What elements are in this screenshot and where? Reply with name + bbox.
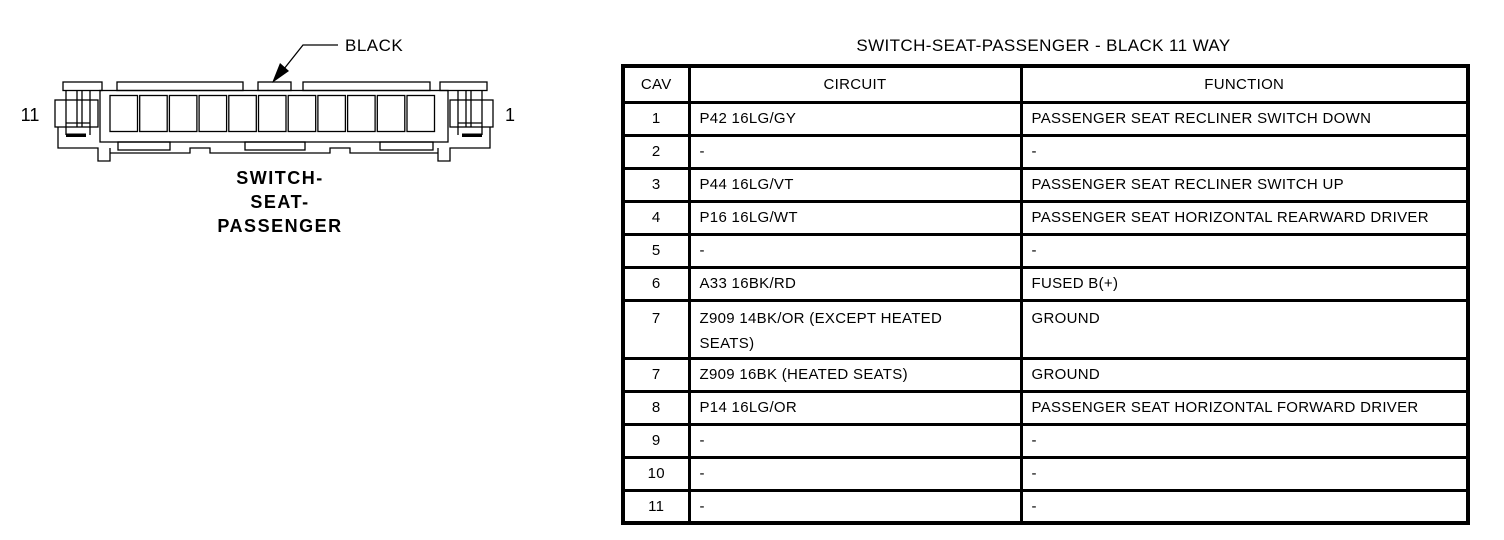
connector-cell <box>198 94 228 133</box>
cell-circuit: P14 16LG/OR <box>687 389 1023 426</box>
col-header-cav: CAV <box>621 64 691 104</box>
cell-function: - <box>1019 455 1470 492</box>
cell-cav: 3 <box>621 166 691 203</box>
cell-function: - <box>1019 422 1470 459</box>
connector-cell <box>168 94 198 133</box>
table-row: 6 A33 16BK/RD FUSED B(+) <box>621 265 1470 302</box>
table-row: 7 Z909 14BK/OR (EXCEPT HEATED SEATS) GRO… <box>621 298 1470 360</box>
cell-function: PASSENGER SEAT HORIZONTAL REARWARD DRIVE… <box>1019 199 1470 236</box>
table-row: 1 P42 16LG/GY PASSENGER SEAT RECLINER SW… <box>621 100 1470 137</box>
cell-circuit: - <box>687 232 1023 269</box>
black-label-leader-line <box>275 44 338 80</box>
cell-circuit: P16 16LG/WT <box>687 199 1023 236</box>
connector-diagram: BLACK 11 1 SWITCH- SEAT- PASSENGER <box>21 36 515 236</box>
cell-circuit: Z909 16BK (HEATED SEATS) <box>687 356 1023 393</box>
connector-left-latch-detail <box>65 90 91 135</box>
table-row: 5 - - <box>621 232 1470 269</box>
connector-right-foot <box>437 127 491 162</box>
cell-cav: 7 <box>621 356 691 393</box>
connector-cell <box>287 94 317 133</box>
pin-label-right: 1 <box>505 105 515 125</box>
connector-bottom-tab <box>379 141 434 151</box>
table-row: 7 Z909 16BK (HEATED SEATS) GROUND <box>621 356 1470 393</box>
cell-function: - <box>1019 488 1470 525</box>
connector-left-foot <box>57 127 111 162</box>
connector-right-latch-detail <box>457 90 483 135</box>
table-row: 2 - - <box>621 133 1470 170</box>
connector-right-latch-bar <box>462 133 482 137</box>
cell-function: - <box>1019 232 1470 269</box>
connector-cell <box>228 94 257 133</box>
cell-circuit: A33 16BK/RD <box>687 265 1023 302</box>
table-row: 8 P14 16LG/OR PASSENGER SEAT HORIZONTAL … <box>621 389 1470 426</box>
cell-circuit: P42 16LG/GY <box>687 100 1023 137</box>
cell-function: FUSED B(+) <box>1019 265 1470 302</box>
cell-function: PASSENGER SEAT RECLINER SWITCH DOWN <box>1019 100 1470 137</box>
cell-function: PASSENGER SEAT RECLINER SWITCH UP <box>1019 166 1470 203</box>
cell-circuit: P44 16LG/VT <box>687 166 1023 203</box>
connector-bottom-rail <box>110 147 438 154</box>
cell-circuit: - <box>687 488 1023 525</box>
table-row: 9 - - <box>621 422 1470 459</box>
pin-label-left: 11 <box>21 105 40 125</box>
table-row: 11 - - <box>621 488 1470 525</box>
connector-body <box>99 89 449 143</box>
table-row: 3 P44 16LG/VT PASSENGER SEAT RECLINER SW… <box>621 166 1470 203</box>
table-row: 10 - - <box>621 455 1470 492</box>
cell-function: GROUND <box>1019 298 1470 360</box>
connector-caption-line: SWITCH- <box>236 168 323 188</box>
connector-cell <box>346 94 376 133</box>
cell-function: PASSENGER SEAT HORIZONTAL FORWARD DRIVER <box>1019 389 1470 426</box>
cell-circuit: - <box>687 455 1023 492</box>
connector-cell <box>139 94 168 133</box>
connector-cell <box>406 94 436 133</box>
connector-cell <box>317 94 347 133</box>
cell-cav: 5 <box>621 232 691 269</box>
header-row: CAV CIRCUIT FUNCTION <box>621 64 1470 104</box>
connector-cell <box>376 94 406 133</box>
connector-top-tab <box>116 81 244 92</box>
cell-cav: 8 <box>621 389 691 426</box>
cell-cav: 9 <box>621 422 691 459</box>
cell-cav: 11 <box>621 488 691 525</box>
connector-top-tab <box>302 81 431 92</box>
cell-circuit: - <box>687 422 1023 459</box>
pinout-table: CAV CIRCUIT FUNCTION 1 P42 16LG/GY PASSE… <box>621 64 1470 525</box>
cell-function: GROUND <box>1019 356 1470 393</box>
black-label-arrowhead-icon <box>272 63 289 83</box>
connector-caption-line: SEAT- <box>250 192 309 212</box>
connector-left-latch-bar <box>66 133 86 137</box>
connector-outline <box>54 44 494 162</box>
cell-cav: 2 <box>621 133 691 170</box>
table-title: SWITCH-SEAT-PASSENGER - BLACK 11 WAY <box>856 36 1231 55</box>
connector-color-label: BLACK <box>345 36 403 55</box>
col-header-function: FUNCTION <box>1019 64 1470 104</box>
cell-cav: 6 <box>621 265 691 302</box>
connector-caption-line: PASSENGER <box>217 216 342 236</box>
connector-top-tab <box>257 81 292 92</box>
cell-function: - <box>1019 133 1470 170</box>
connector-cell <box>109 94 139 133</box>
cell-cav: 10 <box>621 455 691 492</box>
cell-circuit: Z909 14BK/OR (EXCEPT HEATED SEATS) <box>687 298 1023 360</box>
table-row: 4 P16 16LG/WT PASSENGER SEAT HORIZONTAL … <box>621 199 1470 236</box>
connector-top-tab <box>439 81 488 92</box>
cell-cav: 7 <box>621 298 691 360</box>
cell-cav: 4 <box>621 199 691 236</box>
cell-circuit: - <box>687 133 1023 170</box>
cell-cav: 1 <box>621 100 691 137</box>
col-header-circuit: CIRCUIT <box>687 64 1023 104</box>
connector-top-tab <box>62 81 103 92</box>
connector-bottom-tab <box>117 141 171 151</box>
connector-cell <box>257 94 287 133</box>
connector-bottom-tab <box>244 141 306 151</box>
